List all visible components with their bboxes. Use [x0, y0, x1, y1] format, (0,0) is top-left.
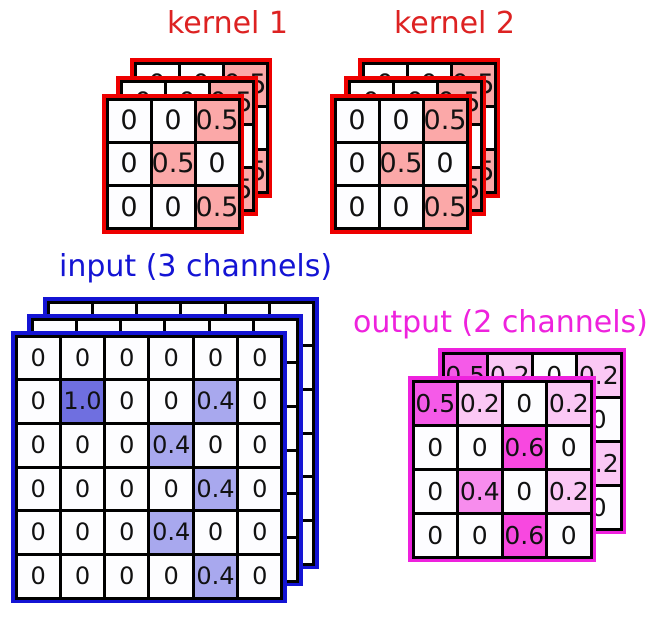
grid-cell: 0.2 — [545, 379, 593, 427]
grid-cell: 0 — [333, 140, 381, 188]
grid-cell: 0 — [236, 378, 284, 425]
grid-cell: 0 — [147, 465, 195, 513]
grid-cell: 0 — [105, 140, 153, 188]
grid-cell: 0 — [421, 140, 469, 188]
grid-cell: 0 — [411, 423, 459, 471]
grid-cell: 0 — [236, 509, 284, 556]
grid-cell: 0 — [411, 467, 459, 515]
grid-cell: 0.4 — [191, 465, 240, 513]
grid-cell: 0.5 — [193, 97, 241, 144]
grid-cell: 0 — [545, 423, 593, 471]
grid-cell: 0 — [236, 334, 284, 382]
grid-cell: 0 — [236, 465, 284, 513]
grid-cell: 0 — [191, 509, 240, 556]
grid-cell: 0 — [500, 467, 548, 515]
grid-cell: 0 — [105, 184, 153, 231]
grid-cell: 0.5 — [421, 184, 469, 231]
grid-cell: 0 — [103, 465, 151, 513]
grid-cell: 0 — [103, 334, 151, 382]
grid-cell: 0.6 — [500, 511, 548, 559]
grid-cell: 0 — [14, 334, 62, 382]
grid-cell: 0 — [236, 552, 284, 600]
grid-cell: 0.2 — [456, 379, 504, 427]
grid-cell: 0.5 — [411, 379, 459, 427]
grid-cell: 0 — [58, 465, 107, 513]
grid-cell: 0 — [149, 184, 197, 231]
grid-cell: 0.5 — [149, 140, 197, 188]
kernel-1-title: kernel 1 — [167, 6, 288, 41]
grid-cell: 0 — [545, 511, 593, 559]
grid-cell: 0 — [149, 97, 197, 144]
grid-cell: 0.2 — [545, 467, 593, 515]
grid-cell: 0 — [193, 140, 241, 188]
input-title: input (3 channels) — [59, 249, 333, 284]
grid-cell: 0 — [377, 184, 425, 231]
grid-cell: 0.4 — [456, 467, 504, 515]
grid-cell: 0 — [147, 334, 195, 382]
grid-cell: 0 — [456, 511, 504, 559]
grid-cell: 0 — [456, 423, 504, 471]
grid-cell: 0 — [333, 184, 381, 231]
grid-cell: 0.4 — [191, 552, 240, 600]
grid-cell: 0.5 — [421, 97, 469, 144]
grid-cell: 0 — [333, 97, 381, 144]
grid-cell: 1.0 — [58, 378, 107, 425]
grid-cell: 0 — [103, 509, 151, 556]
grid-cell: 0.4 — [147, 509, 195, 556]
grid-cell: 0 — [236, 421, 284, 469]
grid-cell: 0.5 — [193, 184, 241, 231]
grid-cell: 0 — [14, 509, 62, 556]
grid-cell: 0.4 — [147, 421, 195, 469]
grid-cell: 0 — [58, 421, 107, 469]
grid-cell: 0 — [105, 97, 153, 144]
grid-cell: 0.6 — [500, 423, 548, 471]
grid-cell: 0 — [58, 509, 107, 556]
grid-cell: 0 — [103, 378, 151, 425]
grid-cell: 0 — [103, 421, 151, 469]
grid-cell: 0.4 — [191, 378, 240, 425]
grid-cell: 0 — [14, 378, 62, 425]
grid-cell: 0 — [500, 379, 548, 427]
grid-cell: 0 — [411, 511, 459, 559]
grid-cell: 0 — [103, 552, 151, 600]
grid-cell: 0 — [191, 334, 240, 382]
grid-cell: 0 — [14, 421, 62, 469]
grid-cell: 0 — [14, 552, 62, 600]
grid-cell: 0 — [58, 334, 107, 382]
grid-cell: 0 — [377, 97, 425, 144]
grid-cell: 0 — [58, 552, 107, 600]
grid-cell: 0 — [14, 465, 62, 513]
grid-cell: 0 — [147, 552, 195, 600]
kernel-2-title: kernel 2 — [394, 6, 515, 41]
grid-cell: 0 — [191, 421, 240, 469]
grid-cell: 0 — [147, 378, 195, 425]
grid-cell: 0.5 — [377, 140, 425, 188]
output-title: output (2 channels) — [353, 305, 648, 340]
